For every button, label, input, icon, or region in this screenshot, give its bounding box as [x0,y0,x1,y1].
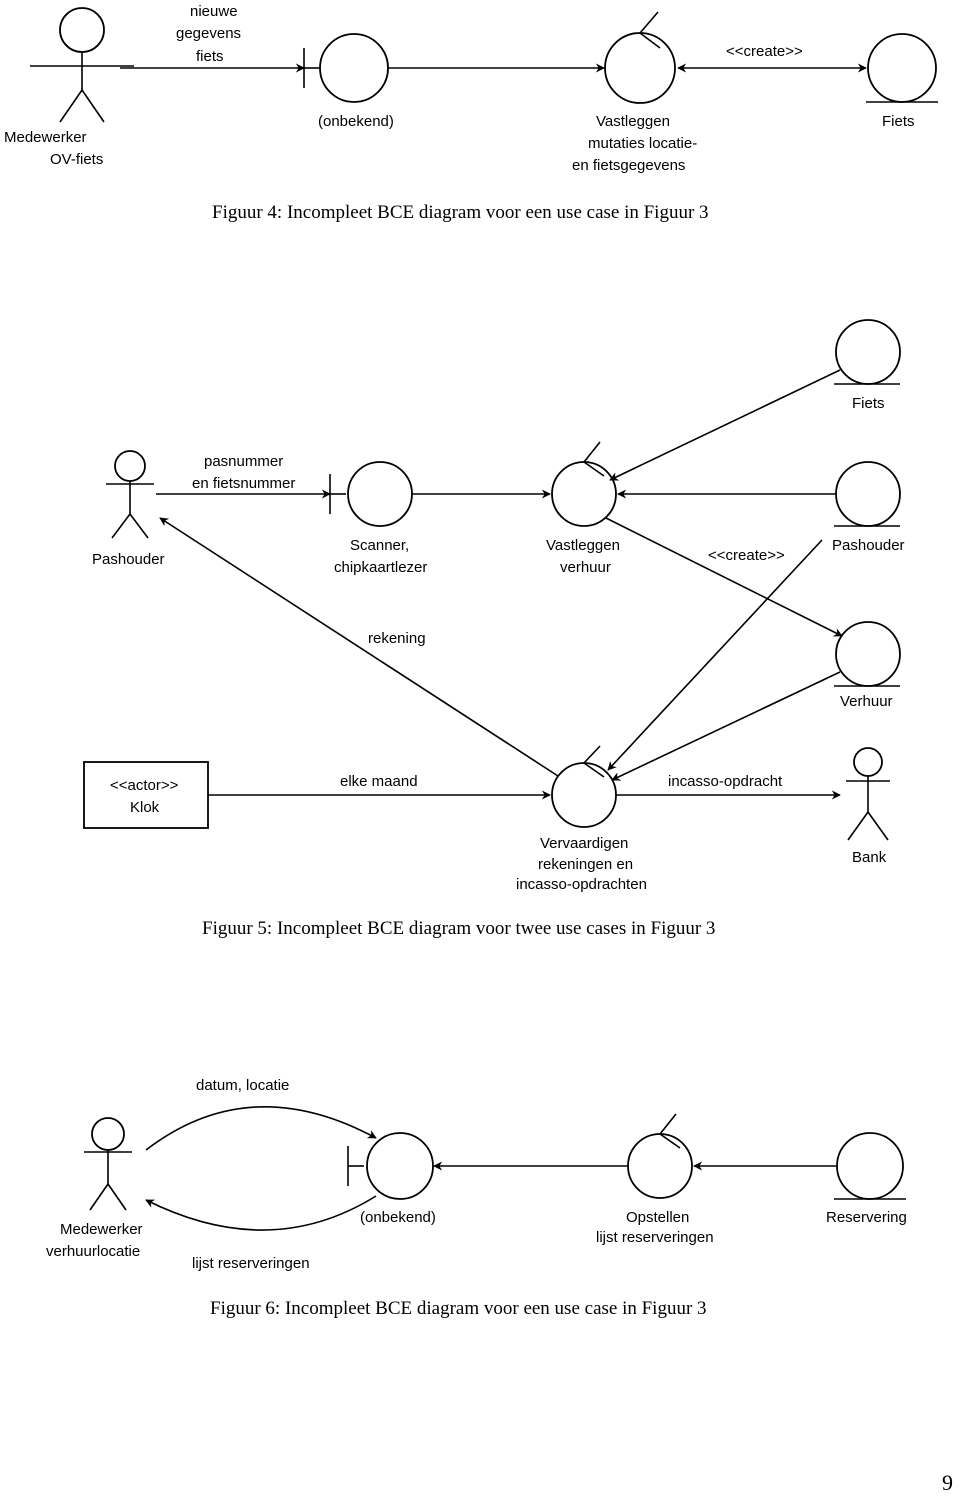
boundary-icon [303,33,389,103]
rekening-arrow [159,517,559,777]
control-icon [604,11,676,104]
control-icon [627,1113,693,1199]
message-top-arrow [145,1105,377,1151]
boundary-label: (onbekend) [318,113,394,130]
page-number: 9 [942,1470,953,1495]
entity-verhuur-label: Verhuur [840,693,893,710]
boundary-label-line1: Scanner, [350,537,409,554]
entity-icon [834,1132,906,1200]
control2-label-line3: incasso-opdrachten [516,876,647,893]
boundary-icon [347,1132,434,1200]
actor-icon [846,747,890,841]
control-icon [551,745,617,828]
association-arrow [609,369,841,481]
control2-label-line1: Vervaardigen [540,835,628,852]
control-label-line1: Vastleggen [596,113,670,130]
association-arrow [607,539,823,771]
association-arrow [611,671,841,781]
figure-caption: Figuur 5: Incompleet BCE diagram voor tw… [202,918,715,939]
figure-5: Fiets Pashouder pasnummer en fietsnummer… [83,319,905,939]
incasso-label: incasso-opdracht [668,773,783,790]
control-label-line1: Opstellen [626,1209,689,1226]
actor-label-line1: Medewerker [4,129,87,146]
control-label-line2: mutaties locatie- [588,135,697,152]
bank-label: Bank [852,849,887,866]
entity-icon [834,461,901,527]
boundary-icon [329,461,413,527]
actor-label-line1: Medewerker [60,1221,143,1238]
create-arrow [605,517,843,637]
message-top-label: datum, locatie [196,1077,289,1094]
figure-caption: Figuur 4: Incompleet BCE diagram voor ee… [212,202,709,223]
entity-pashouder-label: Pashouder [832,537,905,554]
elke-maand-label: elke maand [340,773,418,790]
message-bottom-label: lijst reserveringen [192,1255,310,1272]
message-label-line1: pasnummer [204,453,283,470]
actor-icon [30,7,134,123]
klok-actor-box [83,761,209,829]
figure-6: datum, locatie Medewerker verhuurlocatie… [46,1077,907,1319]
message-label-line2: en fietsnummer [192,475,295,492]
figure-caption: Figuur 6: Incompleet BCE diagram voor ee… [210,1298,707,1319]
control-label-line1: Vastleggen [546,537,620,554]
message-label-line1: nieuwe [190,3,238,20]
klok-label-line1: <<actor>> [110,777,179,794]
control-label-line2: lijst reserveringen [596,1229,714,1246]
actor-label-line2: verhuurlocatie [46,1243,140,1260]
entity-label: Fiets [882,113,915,130]
klok-label-line2: Klok [130,799,160,816]
message-label-line2: gegevens [176,25,241,42]
rekening-label: rekening [368,630,426,647]
control-icon [551,441,617,527]
control-label-line3: en fietsgegevens [572,157,685,174]
entity-icon [834,621,901,687]
actor-icon [106,450,154,539]
entity-label: Reservering [826,1209,907,1226]
figure-4: Medewerker OV-fiets nieuwe gegevens fiet… [4,3,938,223]
create-label: <<create>> [726,43,803,60]
entity-icon [866,33,938,103]
entity-fiets-label: Fiets [852,395,885,412]
actor-label-line2: OV-fiets [50,151,103,168]
entity-icon [834,319,901,385]
boundary-label-line2: chipkaartlezer [334,559,427,576]
control-label-line2: verhuur [560,559,611,576]
control2-label-line2: rekeningen en [538,856,633,873]
boundary-label: (onbekend) [360,1209,436,1226]
message-label-line3: fiets [196,48,224,65]
actor-pashouder-label: Pashouder [92,551,165,568]
actor-icon [84,1117,132,1211]
message-bottom-arrow [145,1195,377,1231]
create-label: <<create>> [708,547,785,564]
